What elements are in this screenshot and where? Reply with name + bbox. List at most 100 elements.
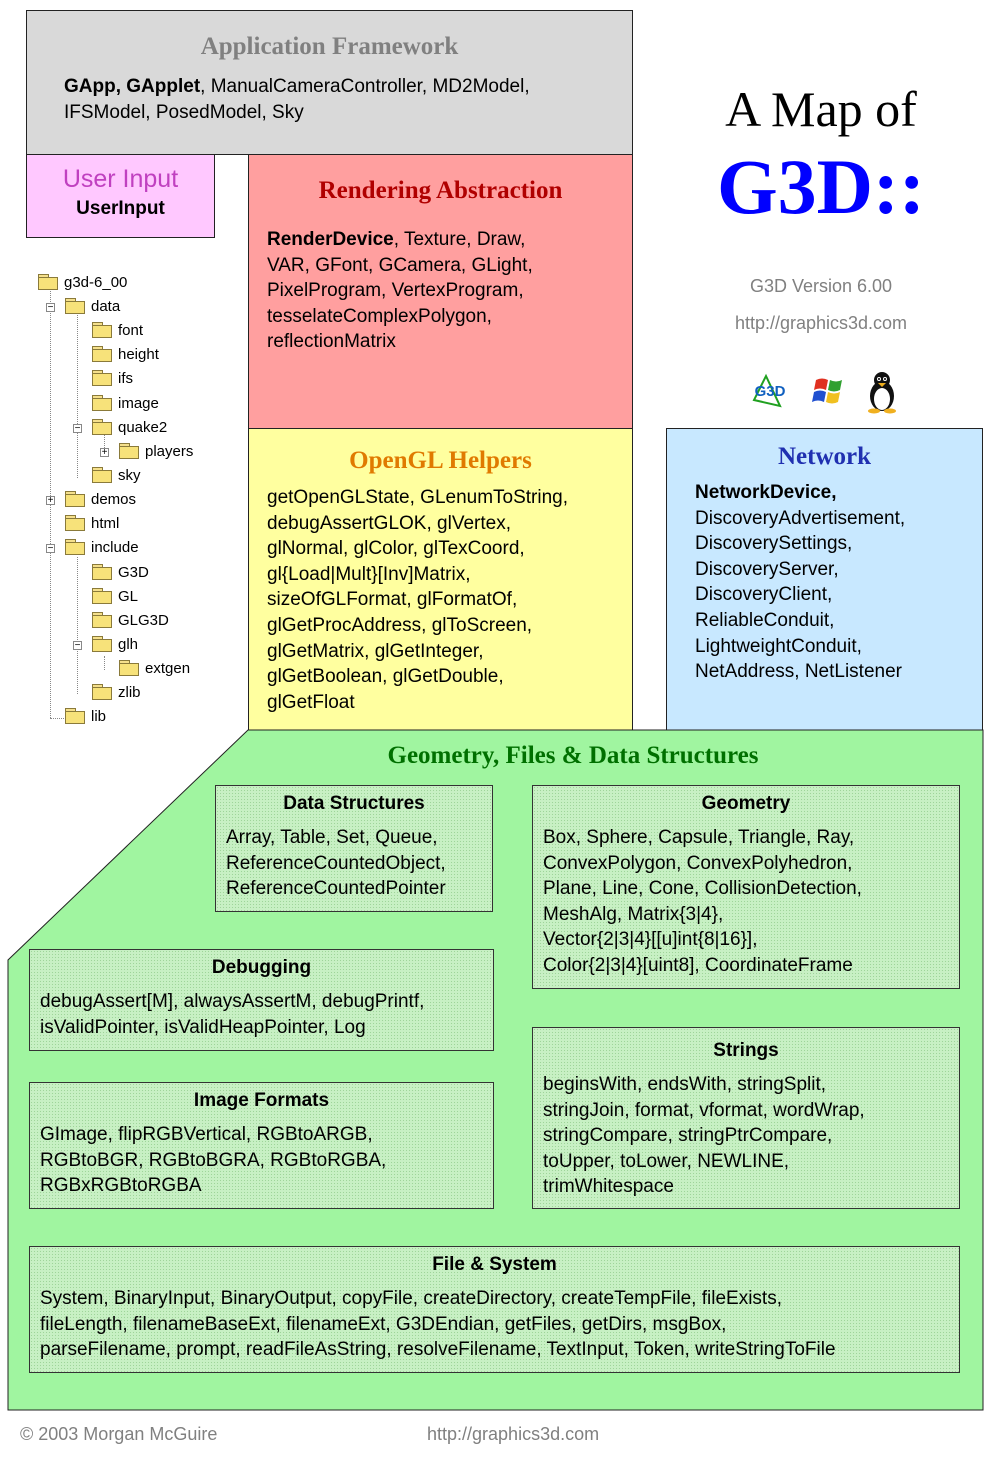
- debugging-line: isValidPointer, isValidHeapPointer, Log: [40, 1016, 366, 1038]
- tree-item[interactable]: demos: [65, 489, 136, 511]
- directory-tree: − − + + − − g3d-6_00 data font height if…: [26, 268, 226, 734]
- tree-item[interactable]: extgen: [119, 658, 190, 680]
- tree-connector: [104, 435, 105, 452]
- geometry-line: MeshAlg, Matrix{3|4},: [543, 903, 724, 925]
- tree-item[interactable]: GL: [92, 586, 138, 608]
- windows-logo-icon: [808, 372, 850, 410]
- image-formats-line: GImage, flipRGBVertical, RGBtoARGB,: [40, 1124, 373, 1145]
- tree-item-label: demos: [91, 491, 137, 508]
- folder-icon: [92, 588, 112, 604]
- folder-icon: [92, 564, 112, 580]
- folder-icon: [92, 370, 112, 386]
- tree-item[interactable]: font: [92, 320, 143, 342]
- tree-item-label: height: [118, 346, 159, 363]
- opengl-line: glGetProcAddress, glToScreen,: [267, 614, 533, 636]
- geometry-line: Vector{2|3|4}[[u]int{8|16}],: [543, 929, 758, 951]
- opengl-line: glGetFloat: [267, 691, 355, 713]
- folder-icon: [65, 491, 85, 507]
- opengl-line: debugAssertGLOK, glVertex,: [267, 512, 511, 534]
- image-formats-line: RGBxRGBtoRGBA: [40, 1175, 202, 1197]
- tree-collapse-toggle[interactable]: −: [46, 543, 55, 554]
- opengl-line: glGetBoolean, glGetDouble,: [267, 666, 504, 688]
- tree-item[interactable]: ifs: [92, 368, 133, 390]
- folder-icon: [65, 515, 85, 531]
- rendering-line: VAR, GFont, GCamera, GLight,: [267, 254, 533, 276]
- footer-url[interactable]: http://graphics3d.com: [427, 1424, 600, 1444]
- network-line: NetAddress, NetListener: [695, 661, 902, 683]
- tree-item[interactable]: sky: [92, 465, 141, 487]
- folder-icon: [65, 298, 85, 314]
- debugging-title: Debugging: [211, 957, 312, 978]
- tree-item-label: ifs: [118, 370, 133, 387]
- debugging-functions: debugAssert[M], alwaysAssertM, debugPrin…: [40, 989, 483, 1040]
- tree-item-label: data: [91, 298, 121, 315]
- tree-item[interactable]: html: [65, 513, 119, 535]
- tree-item[interactable]: include: [65, 537, 139, 559]
- data-structures-line: ReferenceCountedPointer: [226, 878, 446, 900]
- geometry-line: ConvexPolygon, ConvexPolyhedron,: [543, 852, 853, 874]
- network-line: DiscoveryServer,: [695, 558, 839, 580]
- file-system-title: File & System: [432, 1254, 557, 1275]
- network-line: DiscoveryClient,: [695, 584, 833, 606]
- tree-item-label: html: [91, 515, 120, 532]
- tree-collapse-toggle[interactable]: −: [73, 423, 82, 434]
- folder-icon: [119, 443, 139, 459]
- tree-item[interactable]: zlib: [92, 682, 141, 704]
- tree-item-label: sky: [118, 467, 141, 484]
- tree-item-label: glh: [118, 636, 139, 653]
- tree-collapse-toggle[interactable]: −: [46, 302, 55, 313]
- tree-connector: [77, 557, 78, 694]
- debugging-box: Debugging debugAssert[M], alwaysAssertM,…: [29, 949, 494, 1051]
- rendering-abstraction-box: Rendering Abstraction RenderDevice, Text…: [248, 154, 633, 429]
- svg-text:G3D: G3D: [755, 383, 786, 400]
- network-line: DiscoverySettings,: [695, 533, 853, 555]
- linux-tux-icon: [862, 370, 902, 414]
- geometry-section-title: Geometry, Files & Data Structures: [387, 742, 759, 769]
- image-formats-functions: GImage, flipRGBVertical, RGBtoARGB, RGBt…: [40, 1122, 483, 1199]
- geometry-line: Plane, Line, Cone, CollisionDetection,: [543, 878, 862, 900]
- heading-url[interactable]: http://graphics3d.com: [734, 313, 908, 333]
- folder-icon: [92, 395, 112, 411]
- strings-box: Strings beginsWith, endsWith, stringSpli…: [532, 1027, 960, 1209]
- image-formats-title: Image Formats: [193, 1090, 330, 1111]
- tree-item[interactable]: players: [119, 441, 193, 463]
- tree-item[interactable]: G3D: [92, 562, 149, 584]
- folder-icon: [92, 636, 112, 652]
- application-framework-line2: IFSModel, PosedModel, Sky: [64, 101, 304, 123]
- opengl-line: getOpenGLState, GLenumToString,: [267, 487, 569, 508]
- tree-item[interactable]: g3d-6_00: [38, 272, 127, 294]
- tree-expand-toggle[interactable]: +: [100, 447, 109, 458]
- opengl-line: gl{Load|Mult}[Inv]Matrix,: [267, 563, 471, 585]
- opengl-helpers-functions: getOpenGLState, GLenumToString, debugAss…: [267, 485, 632, 715]
- tree-item[interactable]: image: [92, 393, 159, 415]
- network-classes: NetworkDevice, DiscoveryAdvertisement, D…: [695, 480, 982, 685]
- opengl-line: sizeOfGLFormat, glFormatOf,: [267, 589, 518, 611]
- application-framework-bold-classes: GApp, GApplet: [64, 76, 201, 97]
- tree-item[interactable]: quake2: [92, 417, 167, 439]
- data-structures-line: Array, Table, Set, Queue,: [226, 827, 438, 848]
- file-system-line: fileLength, filenameBaseExt, filenameExt…: [40, 1313, 727, 1335]
- tree-item[interactable]: GLG3D: [92, 610, 169, 632]
- g3d-logo-icon: G3D: [746, 372, 796, 410]
- rendering-line1: , Texture, Draw,: [393, 229, 526, 250]
- folder-icon: [92, 684, 112, 700]
- strings-line: beginsWith, endsWith, stringSplit,: [543, 1074, 827, 1095]
- tree-expand-toggle[interactable]: +: [46, 495, 55, 506]
- tree-item[interactable]: data: [65, 296, 120, 318]
- opengl-helpers-box: OpenGL Helpers getOpenGLState, GLenumToS…: [248, 428, 633, 731]
- tree-connector: [77, 310, 78, 478]
- tree-item[interactable]: glh: [92, 634, 138, 656]
- tree-item[interactable]: lib: [65, 706, 106, 728]
- strings-line: toUpper, toLower, NEWLINE,: [543, 1150, 790, 1172]
- tree-item[interactable]: height: [92, 344, 159, 366]
- image-formats-box: Image Formats GImage, flipRGBVertical, R…: [29, 1082, 494, 1209]
- rendering-abstraction-title: Rendering Abstraction: [318, 177, 563, 204]
- tree-connector: [104, 656, 105, 670]
- tree-item-label: zlib: [118, 684, 141, 701]
- application-framework-line1: , ManualCameraController, MD2Model,: [200, 76, 530, 97]
- strings-line: trimWhitespace: [543, 1176, 674, 1198]
- application-framework-box: Application Framework GApp, GApplet, Man…: [26, 10, 633, 155]
- rendering-line: reflectionMatrix: [267, 331, 396, 353]
- geometry-box: Geometry Box, Sphere, Capsule, Triangle,…: [532, 785, 960, 989]
- tree-collapse-toggle[interactable]: −: [73, 640, 82, 651]
